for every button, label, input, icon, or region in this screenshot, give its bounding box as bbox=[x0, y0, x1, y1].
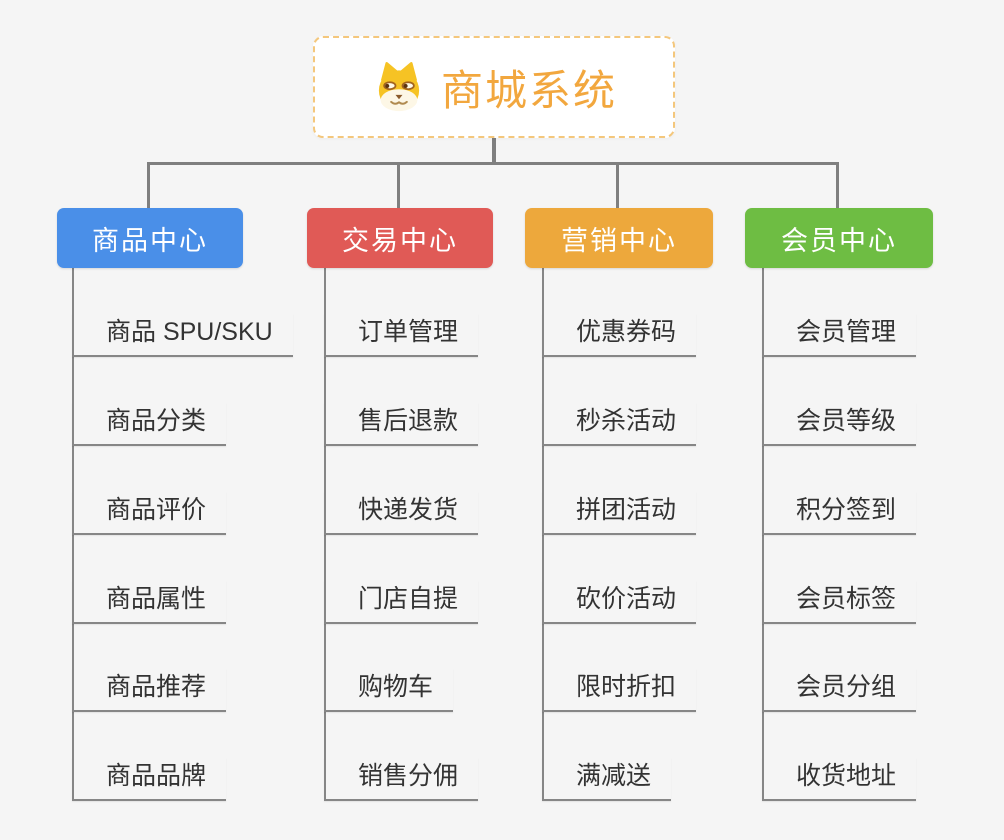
connector-branch-3 bbox=[616, 162, 619, 209]
topic-item[interactable]: 快递发货 bbox=[324, 492, 479, 535]
topic-item[interactable]: 会员等级 bbox=[762, 403, 917, 446]
topic-item[interactable]: 收货地址 bbox=[762, 758, 917, 801]
topic-item[interactable]: 优惠券码 bbox=[542, 314, 697, 357]
connector-branch-2 bbox=[397, 162, 400, 209]
topic-item[interactable]: 订单管理 bbox=[324, 314, 479, 357]
topic-item[interactable]: 购物车 bbox=[324, 669, 454, 712]
root-node[interactable]: 商城系统 bbox=[313, 36, 675, 138]
connector-branch-1 bbox=[147, 162, 150, 209]
topic-item[interactable]: 商品评价 bbox=[72, 492, 227, 535]
topic-item[interactable]: 秒杀活动 bbox=[542, 403, 697, 446]
topic-item[interactable]: 会员标签 bbox=[762, 581, 917, 624]
topic-item[interactable]: 商品属性 bbox=[72, 581, 227, 624]
branch-header-member[interactable]: 会员中心 bbox=[745, 208, 933, 268]
branch-header-trade[interactable]: 交易中心 bbox=[307, 208, 493, 268]
topic-item[interactable]: 售后退款 bbox=[324, 403, 479, 446]
branch-header-product[interactable]: 商品中心 bbox=[57, 208, 243, 268]
connector-branch-4 bbox=[836, 162, 839, 209]
topic-item[interactable]: 限时折扣 bbox=[542, 669, 697, 712]
topic-item[interactable]: 拼团活动 bbox=[542, 492, 697, 535]
topic-item[interactable]: 会员管理 bbox=[762, 314, 917, 357]
topic-item[interactable]: 满减送 bbox=[542, 758, 672, 801]
dog-icon bbox=[378, 62, 420, 112]
topic-item[interactable]: 商品 SPU/SKU bbox=[72, 314, 293, 357]
root-title: 商城系统 bbox=[440, 66, 617, 114]
connector-horizontal bbox=[147, 162, 839, 165]
topic-item[interactable]: 商品品牌 bbox=[72, 758, 227, 801]
topic-item[interactable]: 商品推荐 bbox=[72, 669, 227, 712]
topic-item[interactable]: 门店自提 bbox=[324, 581, 479, 624]
topic-item[interactable]: 销售分佣 bbox=[324, 758, 479, 801]
topic-item[interactable]: 会员分组 bbox=[762, 669, 917, 712]
topic-item[interactable]: 积分签到 bbox=[762, 492, 917, 535]
branch-header-marketing[interactable]: 营销中心 bbox=[525, 208, 713, 268]
topic-item[interactable]: 砍价活动 bbox=[542, 581, 697, 624]
topic-item[interactable]: 商品分类 bbox=[72, 403, 227, 446]
connector-root-stub bbox=[492, 138, 496, 164]
